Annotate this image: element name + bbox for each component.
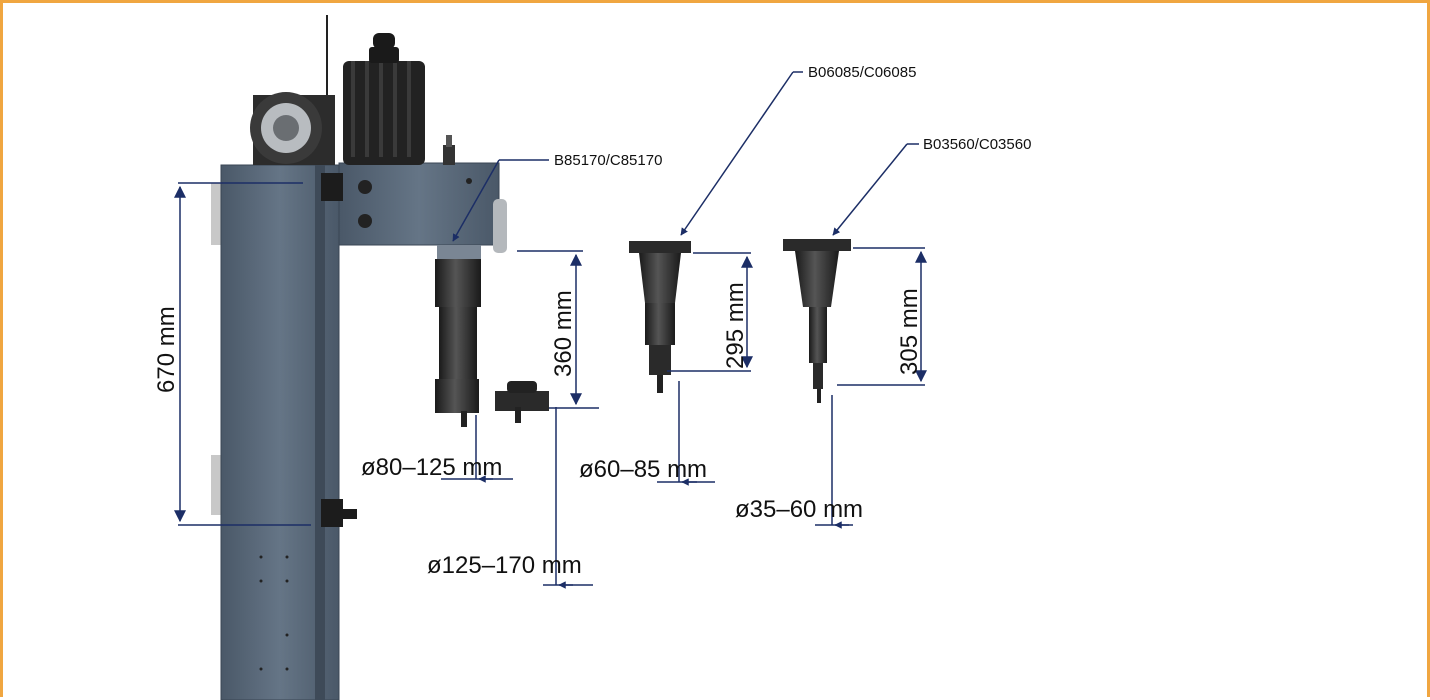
tool-head-b85170 xyxy=(495,381,549,423)
diameter-label-35-60: ø35–60 mm xyxy=(735,496,863,523)
part-label-b85170: B85170/C85170 xyxy=(554,152,662,169)
machine-diagram: B85170/C85170 B06085/C06085 B03560/C0356… xyxy=(153,15,1031,700)
tool-b06085 xyxy=(629,241,691,393)
dimension-670: 670 mm xyxy=(153,306,180,393)
tool-b03560 xyxy=(783,239,851,403)
diameter-label-80-125: ø80–125 mm xyxy=(361,454,502,481)
dimension-295: 295 mm xyxy=(722,282,749,369)
diameter-label-125-170: ø125–170 mm xyxy=(427,552,582,579)
part-label-b03560: B03560/C03560 xyxy=(923,136,1031,153)
dimension-305: 305 mm xyxy=(896,288,923,375)
dimension-360: 360 mm xyxy=(550,290,577,377)
dimension-lines xyxy=(174,71,927,589)
part-label-b06085: B06085/C06085 xyxy=(808,64,916,81)
diameter-label-60-85: ø60–85 mm xyxy=(579,456,707,483)
boring-machine xyxy=(211,15,507,700)
